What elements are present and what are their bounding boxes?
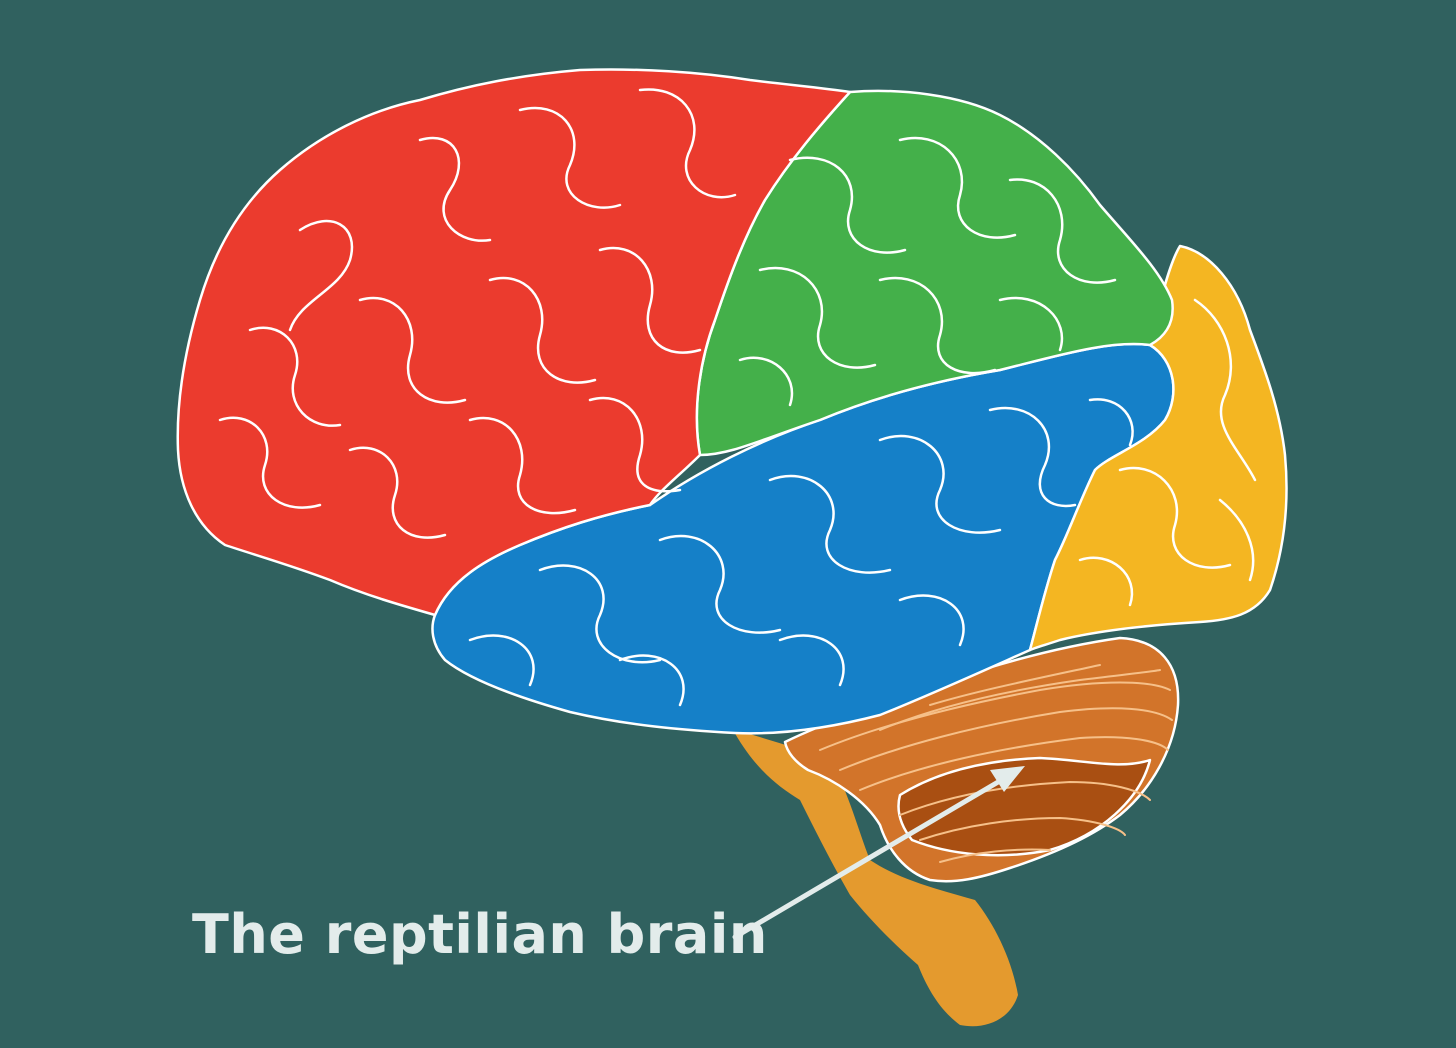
brain-folds [218, 88, 1257, 707]
frontal-lobe [176, 68, 852, 617]
occipital-lobe [1028, 244, 1288, 652]
cerebellum-striations [819, 664, 1173, 863]
pointer-arrow [732, 766, 1025, 940]
brainstem [732, 728, 1018, 1027]
reptilian-brain-label: The reptilian brain [192, 903, 768, 966]
